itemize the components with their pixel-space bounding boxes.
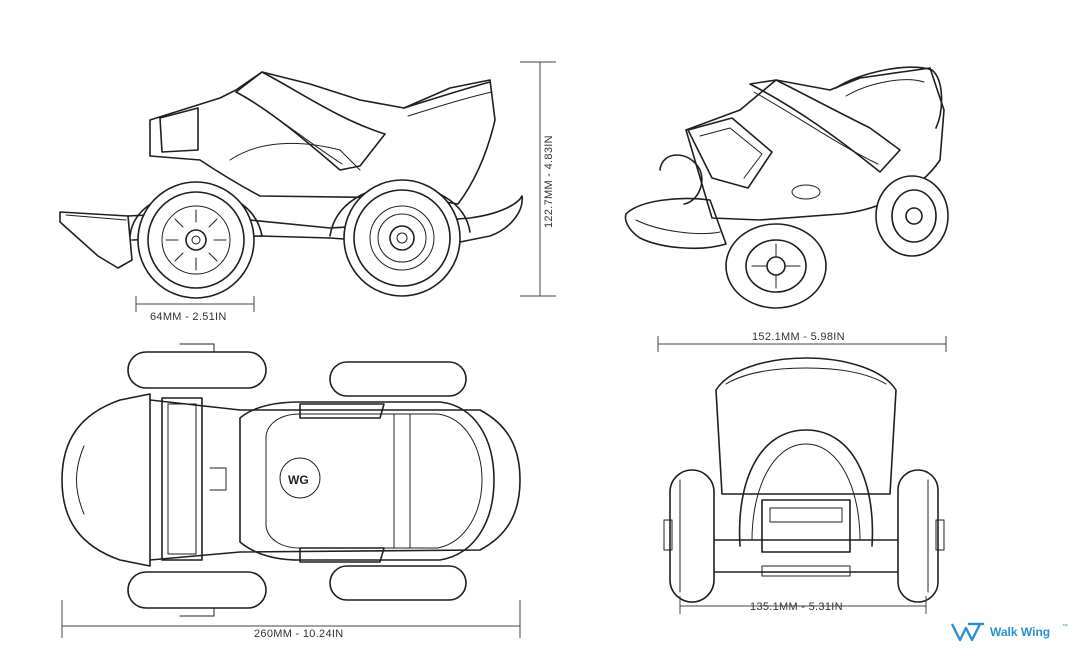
brand-logo: Walk Wing ™ xyxy=(950,622,1068,642)
front-width-bottom-label: 135.1MM - 5.31IN xyxy=(750,601,843,613)
wheel-size-label: 64MM - 2.51IN xyxy=(150,311,227,323)
side-height-dimension: 122.7MM - 4.83IN xyxy=(520,61,556,297)
front-width-top-label: 152.1MM - 5.98IN xyxy=(752,331,845,343)
trademark-symbol: ™ xyxy=(1062,623,1068,630)
wheel-size-dimension: 64MM - 2.51IN xyxy=(135,296,255,323)
front-width-top-dimension: 152.1MM - 5.98IN xyxy=(657,331,947,352)
perspective-view xyxy=(624,66,949,309)
front-view xyxy=(663,357,945,603)
brand-name: Walk Wing xyxy=(990,625,1050,639)
top-view-logo-text: WG xyxy=(288,473,309,487)
top-view: WG xyxy=(61,343,521,617)
walk-wing-logo-icon xyxy=(950,622,984,642)
side-view xyxy=(59,71,523,299)
side-height-label: 122.7MM - 4.83IN xyxy=(543,135,555,228)
front-width-bottom-dimension: 135.1MM - 5.31IN xyxy=(679,596,927,614)
top-length-dimension: 260MM - 10.24IN xyxy=(61,600,521,640)
top-length-label: 260MM - 10.24IN xyxy=(254,628,343,640)
